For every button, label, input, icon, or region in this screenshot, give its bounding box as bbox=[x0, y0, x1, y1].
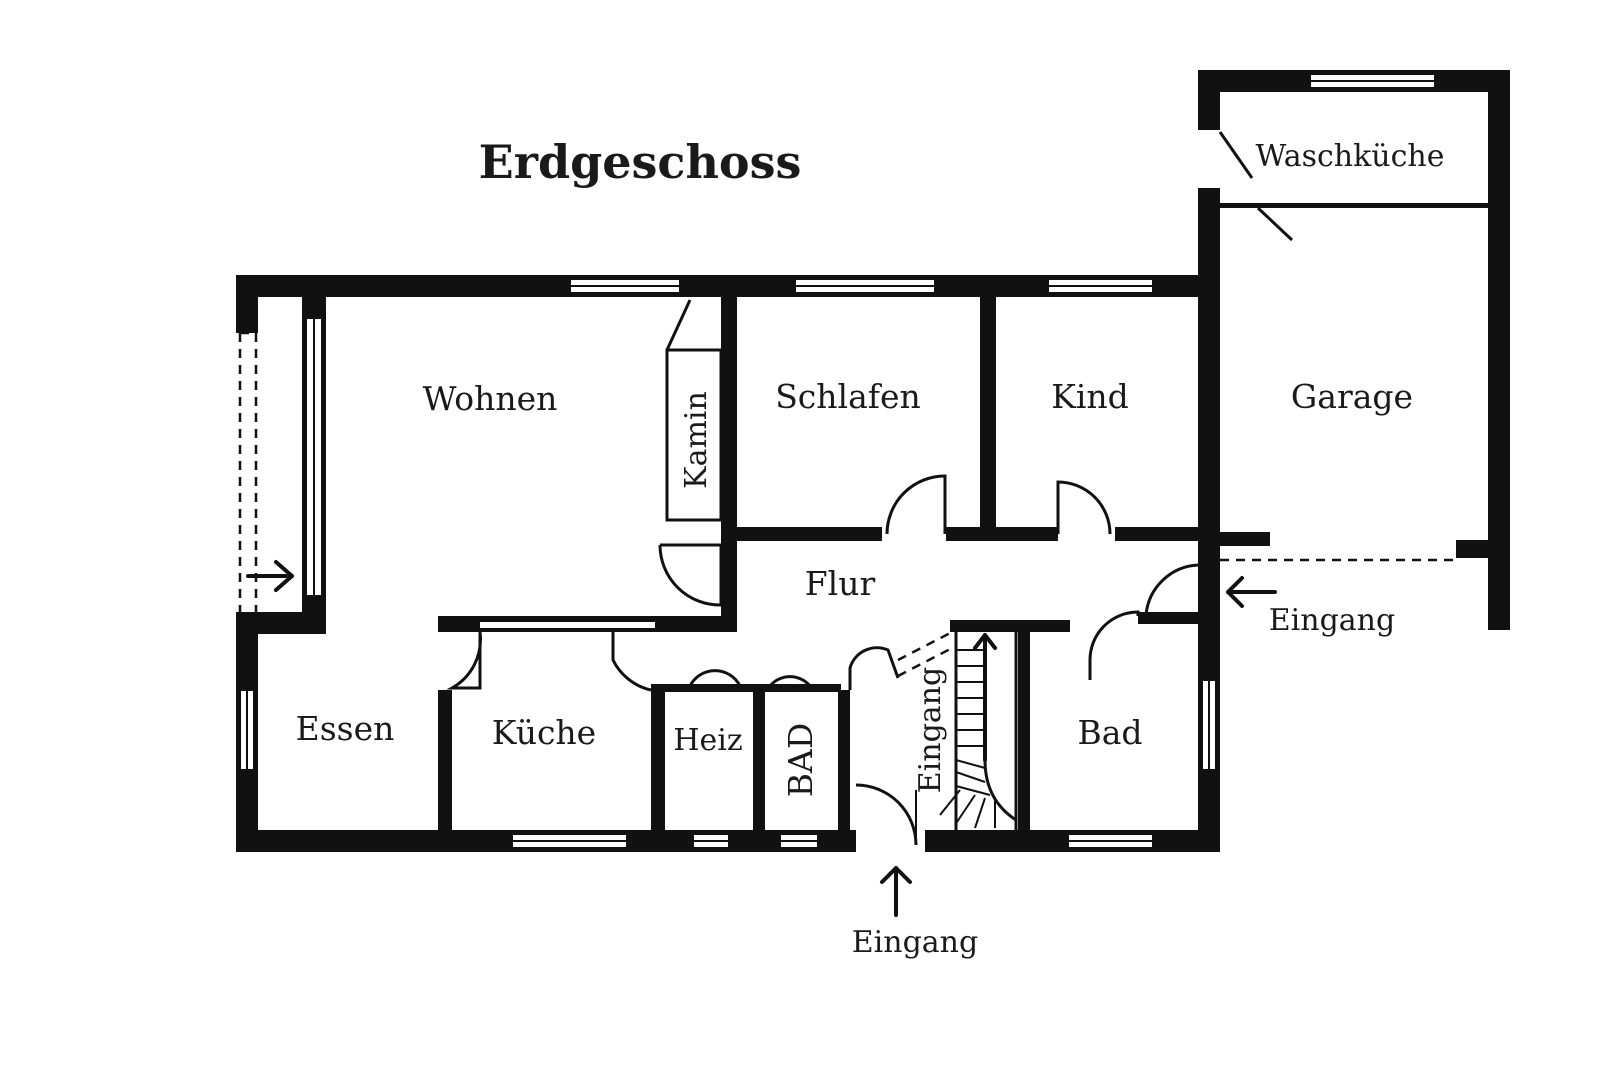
wohnen-schlafen-wall bbox=[721, 297, 737, 537]
north-wall bbox=[236, 275, 1203, 297]
kamin-box bbox=[665, 348, 723, 522]
room-label-garage: Garage bbox=[1291, 377, 1413, 416]
door-bad bbox=[1088, 610, 1140, 680]
door-kueche-east bbox=[611, 632, 652, 692]
room-label-schlafen: Schlafen bbox=[775, 377, 921, 416]
door-kind bbox=[1056, 480, 1112, 535]
window-essen bbox=[239, 689, 255, 771]
schlafen-kind-wall bbox=[980, 297, 996, 537]
garage-block bbox=[1198, 70, 1510, 630]
room-label-essen: Essen bbox=[296, 709, 395, 748]
entrance-south: Eingang bbox=[852, 866, 978, 960]
room-label-flur: Flur bbox=[805, 564, 876, 603]
west-wall-upper bbox=[236, 275, 258, 333]
door-schlafen bbox=[885, 474, 947, 535]
waschkueche-south-wall bbox=[1220, 203, 1488, 208]
essen-kueche-wall bbox=[438, 690, 452, 830]
bad-small-east-wall bbox=[838, 690, 850, 830]
entrance-jamb bbox=[1198, 560, 1220, 615]
window-wohnen bbox=[569, 278, 681, 294]
plan-title: Erdgeschoss bbox=[479, 135, 802, 189]
heiz-bad-wall bbox=[753, 690, 765, 830]
window-kueche bbox=[511, 833, 628, 849]
garage-door-stub bbox=[1220, 532, 1270, 546]
door-entrance-east bbox=[1144, 563, 1199, 617]
room-label-kueche: Küche bbox=[492, 713, 596, 752]
room-label-waschkueche: Waschküche bbox=[1255, 139, 1444, 174]
flur-north-wall-2 bbox=[946, 527, 1058, 541]
door-wohnen bbox=[658, 543, 723, 607]
heiz-bad-north-wall bbox=[651, 684, 841, 692]
garage-divider-wall bbox=[1198, 188, 1220, 560]
staircase bbox=[897, 628, 1018, 830]
door-heiz bbox=[688, 669, 742, 687]
garage-east-wall bbox=[1488, 70, 1510, 630]
stair-north-wall bbox=[950, 620, 1070, 632]
window-kind bbox=[1047, 278, 1154, 294]
door-entrance-south bbox=[855, 783, 918, 846]
entrance-east-label: Eingang bbox=[1269, 603, 1395, 638]
door-bad-small bbox=[768, 675, 812, 688]
terrace-corner-wall bbox=[236, 612, 326, 634]
entrance-east: Eingang bbox=[1226, 576, 1395, 638]
windows bbox=[239, 278, 1217, 849]
wohnen-flur-wall bbox=[721, 537, 737, 632]
waschkueche-outer-door bbox=[1218, 131, 1254, 179]
garage-corner-wall bbox=[1456, 540, 1510, 558]
room-label-kind: Kind bbox=[1051, 377, 1129, 416]
kueche-heiz-wall bbox=[651, 690, 665, 830]
room-label-wohnen: Wohnen bbox=[423, 379, 558, 418]
room-label-heiz: Heiz bbox=[673, 723, 742, 758]
window-bad-east bbox=[1201, 679, 1217, 771]
flur-north-wall-3 bbox=[1115, 527, 1205, 541]
entrance-east-arrow-icon bbox=[1226, 576, 1277, 608]
entrance-south-label: Eingang bbox=[852, 925, 978, 960]
window-schlafen bbox=[794, 278, 936, 294]
stair-up-arrow-icon bbox=[973, 633, 997, 762]
window-bad bbox=[1067, 833, 1154, 849]
waschkueche-inner-door bbox=[1256, 206, 1294, 242]
doors bbox=[446, 474, 1199, 846]
entrance-south-arrow-icon bbox=[880, 866, 912, 917]
room-label-bad: Bad bbox=[1077, 713, 1142, 752]
door-kueche-west bbox=[446, 631, 482, 690]
stair-bad-wall bbox=[1018, 632, 1030, 832]
terrace-arrow-icon bbox=[246, 560, 294, 592]
flur-north-wall-1 bbox=[737, 527, 882, 541]
window-heiz bbox=[692, 833, 730, 849]
room-label-kamin: Kamin bbox=[679, 391, 714, 489]
terrace bbox=[236, 297, 326, 634]
room-label-stair-entrance: Eingang bbox=[913, 667, 948, 793]
waschkueche-west-wall bbox=[1198, 70, 1220, 130]
room-label-bad-small: BAD bbox=[781, 723, 820, 798]
window-bad-small bbox=[779, 833, 819, 849]
door-flur-stair bbox=[848, 646, 900, 690]
interior-walls bbox=[438, 297, 1220, 832]
